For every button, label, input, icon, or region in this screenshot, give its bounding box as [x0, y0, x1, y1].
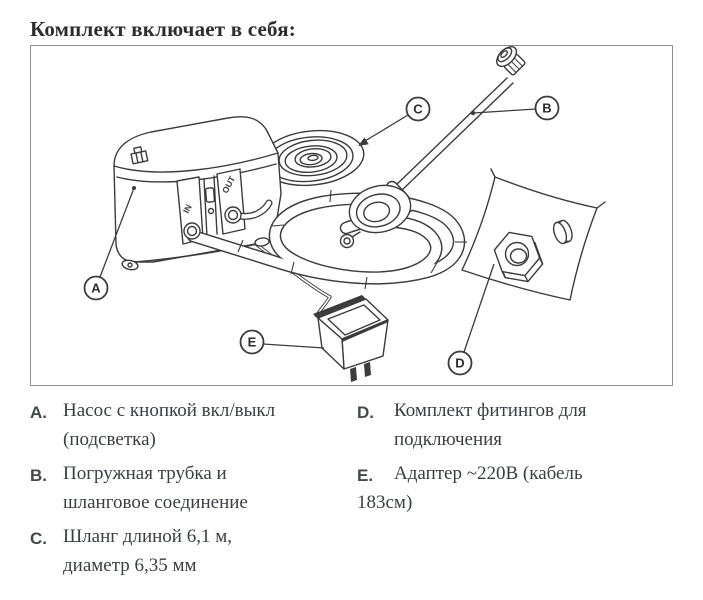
legend-item-c-text2: диаметр 6,35 мм: [63, 555, 197, 576]
fittings-patch: [461, 168, 606, 301]
legend-item-a: A. Насос с кнопкой вкл/выкл (подсветка): [30, 396, 356, 454]
dip-tube: [392, 46, 526, 194]
legend-item-d: D. Комплект фитингов для подключения: [357, 396, 699, 454]
callout-d-leader: [463, 263, 495, 353]
legend-item-b-letter: B.: [30, 466, 47, 485]
legend-item-c: C. Шланг длиной 6,1 м, диаметр 6,35 мм: [30, 522, 356, 580]
legend-column-right: D. Комплект фитингов для подключения E. …: [357, 396, 699, 522]
callout-c-arrowhead: [358, 137, 369, 146]
legend-item-e: E. Адаптер ~220В (кабель 183см): [357, 459, 699, 517]
legend-item-e-text2: 183см): [357, 492, 413, 513]
legend-column-left: A. Насос с кнопкой вкл/выкл (подсветка) …: [30, 396, 356, 585]
legend-item-e-letter: E.: [357, 466, 374, 485]
page-title: Комплект включает в себя:: [30, 17, 296, 42]
callout-c-leader: [364, 114, 409, 142]
tube-cap: [496, 46, 526, 76]
callout-b-circle: [534, 95, 560, 121]
callout-d-letter: D: [455, 356, 464, 371]
in-port-label: IN: [181, 203, 194, 215]
legend-item-c-letter: C.: [30, 529, 47, 548]
pump-unit: [113, 116, 282, 271]
pump-foot: [254, 237, 270, 247]
legend-item-d-text2: подключения: [394, 429, 503, 450]
callout-a-letter: A: [91, 281, 101, 296]
callout-c-letter: C: [413, 102, 423, 117]
kit-diagram: IN OUT: [83, 46, 606, 382]
callout-leaders: [99, 108, 537, 353]
callout-a-leader: [99, 187, 135, 278]
legend-item-c-text: Шланг длиной 6,1 м,: [63, 526, 232, 547]
out-port: [224, 206, 242, 224]
callout-badges: A B C D E: [83, 95, 560, 376]
callout-e-leader: [262, 343, 325, 349]
hex-nut: [493, 231, 544, 283]
adapter-plate: [327, 304, 381, 336]
pump-foot: [121, 259, 139, 271]
callout-c-circle: [405, 96, 431, 122]
float-assembly: [339, 184, 412, 249]
legend-item-e-text: Адаптер ~220В (кабель: [394, 463, 583, 484]
callout-b-letter: B: [542, 101, 551, 116]
callout-d-circle: [447, 350, 473, 376]
legend-item-d-text: Комплект фитингов для: [394, 400, 587, 421]
legend-item-d-letter: D.: [357, 403, 374, 422]
legend-item-a-text2: (подсветка): [63, 429, 156, 450]
in-port: [183, 222, 201, 240]
pump-vent: [130, 146, 149, 165]
pump-switch: [204, 187, 216, 203]
power-adapter: [313, 295, 389, 382]
legend-item-a-text: Насос с кнопкой вкл/выкл: [63, 400, 276, 421]
legend-item-b: B. Погружная трубка и шланговое соединен…: [30, 459, 356, 517]
washer: [552, 219, 573, 245]
callout-b-leader: [472, 108, 537, 114]
callout-a-circle: [83, 275, 109, 301]
adapter-prongs: [350, 362, 371, 382]
legend-item-b-text2: шланговое соединение: [63, 492, 248, 513]
callout-e-letter: E: [248, 335, 257, 350]
diagram-panel: IN OUT: [30, 45, 673, 386]
callout-e-circle: [239, 329, 265, 355]
out-hose: [236, 199, 273, 220]
legend-item-a-letter: A.: [30, 403, 47, 422]
legend: A. Насос с кнопкой вкл/выкл (подсветка) …: [0, 396, 703, 596]
legend-item-b-text: Погружная трубка и: [63, 463, 227, 484]
hose-segment-ticks: [237, 189, 467, 290]
